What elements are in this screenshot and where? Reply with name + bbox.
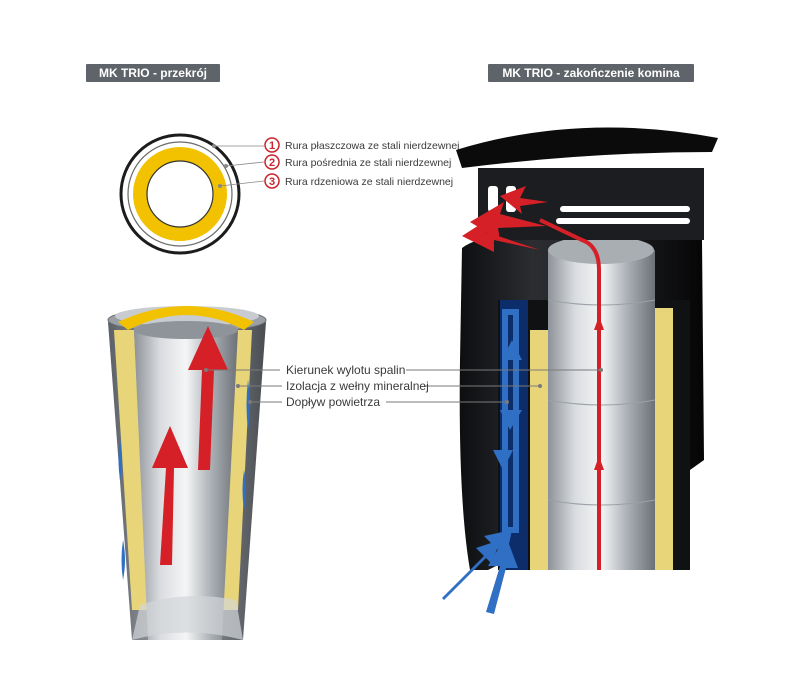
cross-section-rings (119, 133, 241, 255)
svg-text:Rura płaszczowa ze stali nierd: Rura płaszczowa ze stali nierdzewnej (285, 140, 460, 152)
svg-text:Rura pośrednia ze stali nierdz: Rura pośrednia ze stali nierdzewnej (285, 157, 451, 169)
legend-item-3: 3 Rura rdzeniowa ze stali nierdzewnej (264, 173, 453, 189)
chimney-termination-illustration (442, 127, 718, 614)
core-ring (146, 160, 214, 228)
callout-air-inflow: Dopływ powietrza (286, 395, 380, 409)
pipe-cutaway-illustration (107, 306, 267, 640)
legend: 1 Rura płaszczowa ze stali nierdzewnej 2… (264, 137, 460, 189)
svg-text:2: 2 (269, 157, 275, 169)
insulation-ring (133, 147, 227, 241)
exhaust-arrow-2 (152, 426, 188, 565)
section-title-chimney-termination: MK TRIO - zakończenie komina (488, 64, 694, 82)
legend-item-1: 1 Rura płaszczowa ze stali nierdzewnej (264, 137, 460, 153)
legend-leaders (211, 143, 265, 188)
exhaust-outlet-arrow-2 (470, 202, 546, 240)
exhaust-flow-line (539, 218, 601, 570)
air-inlet-arrow-2 (486, 536, 518, 614)
exhaust-outlet-arrow-3 (462, 218, 540, 252)
svg-text:Rura rdzeniowa ze stali nierdz: Rura rdzeniowa ze stali nierdzewnej (285, 176, 453, 188)
section-title-cross-section: MK TRIO - przekrój (86, 64, 220, 82)
legend-item-2: 2 Rura pośrednia ze stali nierdzewnej (264, 154, 451, 170)
exhaust-arrow-1 (188, 326, 228, 470)
exhaust-outlet-arrow-1 (500, 186, 548, 214)
callout-mineral-wool: Izolacja z wełny mineralnej (286, 379, 429, 393)
svg-text:1: 1 (269, 140, 275, 152)
pipe-seams (547, 299, 656, 506)
callout-leaders (206, 369, 601, 403)
callout-dots (204, 368, 603, 404)
callout-exhaust-direction: Kierunek wylotu spalin (286, 363, 405, 377)
svg-text:3: 3 (269, 176, 275, 188)
